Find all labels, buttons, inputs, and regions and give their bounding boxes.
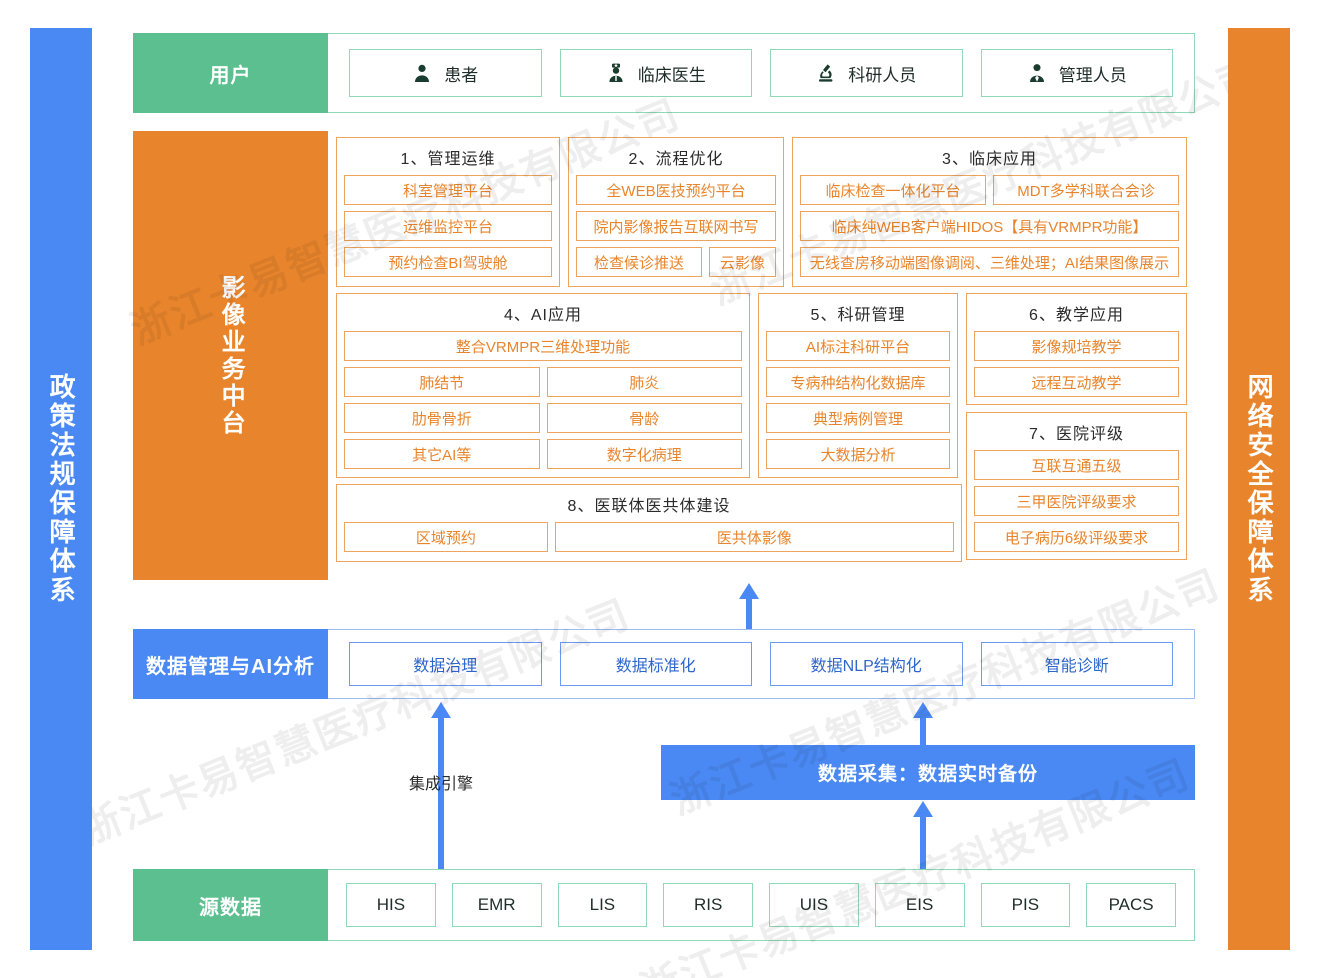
group-medical-alliance: 8、医联体医共体建设 区域预约 医共体影像 xyxy=(336,484,962,562)
group-ai-application: 4、AI应用 整合VRMPR三维处理功能 肺结节 肺炎 肋骨骨折 骨龄 其它AI… xyxy=(336,293,750,478)
group-management-ops: 1、管理运维 科室管理平台 运维监控平台 预约检查BI驾驶舱 xyxy=(336,137,560,287)
group-title: 1、管理运维 xyxy=(400,151,496,168)
group-title: 8、医联体医共体建设 xyxy=(567,498,731,515)
group-title: 2、流程优化 xyxy=(628,151,724,168)
microscope-icon xyxy=(816,63,836,83)
data-item-governance[interactable]: 数据治理 xyxy=(349,642,542,686)
data-collection-bar[interactable]: 数据采集：数据实时备份 xyxy=(661,745,1195,800)
source-system-lis[interactable]: LIS xyxy=(557,883,648,927)
source-system-pacs[interactable]: PACS xyxy=(1086,883,1176,927)
platform-label-text: 影像业务中台 xyxy=(217,274,245,437)
arrow-integration-engine xyxy=(429,702,453,869)
users-band-body: 患者 临床医生 科研人员 管理人员 xyxy=(328,33,1195,113)
source-system-ris[interactable]: RIS xyxy=(663,883,753,927)
watermark-text: 浙江卡易智慧医疗科技有限公司 xyxy=(74,592,637,854)
platform-body: 1、管理运维 科室管理平台 运维监控平台 预约检查BI驾驶舱 2、流程优化 全W… xyxy=(328,131,1195,580)
source-data-band-label: 源数据 xyxy=(133,869,328,941)
users-band: 用户 患者 临床医生 科研人员 xyxy=(133,33,1195,113)
group-research-management: 5、科研管理 AI标注科研平台 专病种结构化数据库 典型病例管理 大数据分析 xyxy=(758,293,958,478)
user-role-patient[interactable]: 患者 xyxy=(349,49,542,97)
platform-item[interactable]: 互联互通五级 xyxy=(974,450,1179,480)
policy-regulation-pillar: 政策法规保障体系 xyxy=(30,28,92,950)
platform-item[interactable]: 肺炎 xyxy=(546,367,742,397)
user-role-administrator[interactable]: 管理人员 xyxy=(980,49,1173,97)
user-role-label: 科研人员 xyxy=(848,65,917,85)
person-icon xyxy=(412,63,432,83)
platform-item[interactable]: 临床纯WEB客户端HIDOS【具有VRMPR功能】 xyxy=(800,211,1179,241)
imaging-business-platform: 影像业务中台 1、管理运维 科室管理平台 运维监控平台 预约检查BI驾驶舱 2、… xyxy=(133,131,1195,580)
manager-icon xyxy=(1027,63,1047,83)
data-management-band-body: 数据治理 数据标准化 数据NLP结构化 智能诊断 xyxy=(328,629,1195,699)
data-management-band: 数据管理与AI分析 数据治理 数据标准化 数据NLP结构化 智能诊断 xyxy=(133,629,1195,699)
group-title: 5、科研管理 xyxy=(810,307,906,324)
network-security-pillar: 网络安全保障体系 xyxy=(1228,28,1290,950)
group-title: 7、医院评级 xyxy=(1029,426,1124,443)
source-system-pis[interactable]: PIS xyxy=(980,883,1071,927)
arrow-data-to-platform xyxy=(737,583,761,629)
group-title: 6、教学应用 xyxy=(1029,307,1124,324)
doctor-icon xyxy=(606,63,626,83)
source-data-band-body: HIS EMR LIS RIS UIS EIS PIS PACS xyxy=(328,869,1195,941)
platform-item[interactable]: 远程互动教学 xyxy=(974,367,1179,397)
platform-item[interactable]: 云影像 xyxy=(709,247,776,277)
integration-engine-label: 集成引擎 xyxy=(408,776,473,793)
users-band-label: 用户 xyxy=(133,33,328,113)
platform-item[interactable]: 全WEB医技预约平台 xyxy=(576,175,776,205)
platform-item[interactable]: 影像规培教学 xyxy=(974,331,1179,361)
platform-item[interactable]: 骨龄 xyxy=(546,403,742,433)
data-item-standardization[interactable]: 数据标准化 xyxy=(559,642,752,686)
network-security-pillar-label: 网络安全保障体系 xyxy=(1244,373,1275,605)
platform-item[interactable]: 三甲医院评级要求 xyxy=(974,486,1179,516)
platform-label-sidebar: 影像业务中台 xyxy=(133,131,328,580)
platform-item[interactable]: 肋骨骨折 xyxy=(344,403,540,433)
platform-item[interactable]: 区域预约 xyxy=(344,522,548,552)
platform-item[interactable]: 其它AI等 xyxy=(344,439,540,469)
platform-item[interactable]: 预约检查BI驾驶舱 xyxy=(344,247,552,277)
source-data-band: 源数据 HIS EMR LIS RIS UIS EIS PIS PACS xyxy=(133,869,1195,941)
platform-item[interactable]: 院内影像报告互联网书写 xyxy=(576,211,776,241)
user-role-label: 临床医生 xyxy=(637,65,706,85)
user-role-researcher[interactable]: 科研人员 xyxy=(770,49,963,97)
arrow-source-to-collection xyxy=(911,801,935,870)
arrow-collection-to-data xyxy=(911,702,935,747)
platform-item[interactable]: 典型病例管理 xyxy=(766,403,950,433)
platform-item[interactable]: 肺结节 xyxy=(344,367,540,397)
group-hospital-rating: 7、医院评级 互联互通五级 三甲医院评级要求 电子病历6级评级要求 xyxy=(966,412,1187,560)
user-role-label: 管理人员 xyxy=(1058,65,1127,85)
source-system-his[interactable]: HIS xyxy=(346,883,436,927)
platform-item[interactable]: 无线查房移动端图像调阅、三维处理；AI结果图像展示 xyxy=(800,247,1179,277)
source-system-uis[interactable]: UIS xyxy=(769,883,859,927)
platform-item[interactable]: AI标注科研平台 xyxy=(766,331,950,361)
data-item-intelligent-diagnosis[interactable]: 智能诊断 xyxy=(980,642,1173,686)
platform-item[interactable]: 大数据分析 xyxy=(766,439,950,469)
platform-item[interactable]: 检查候诊推送 xyxy=(576,247,702,277)
platform-item[interactable]: 医共体影像 xyxy=(554,522,954,552)
platform-item[interactable]: 整合VRMPR三维处理功能 xyxy=(344,331,742,361)
data-item-nlp-structuring[interactable]: 数据NLP结构化 xyxy=(770,642,963,686)
platform-item[interactable]: 电子病历6级评级要求 xyxy=(974,522,1179,552)
group-title: 4、AI应用 xyxy=(503,307,583,324)
group-process-optimization: 2、流程优化 全WEB医技预约平台 院内影像报告互联网书写 检查候诊推送 云影像 xyxy=(568,137,784,287)
platform-item[interactable]: 科室管理平台 xyxy=(344,175,552,205)
platform-item[interactable]: 数字化病理 xyxy=(546,439,742,469)
platform-item[interactable]: 临床检查一体化平台 xyxy=(800,175,986,205)
data-management-band-label: 数据管理与AI分析 xyxy=(133,629,328,699)
platform-item[interactable]: 专病种结构化数据库 xyxy=(766,367,950,397)
group-teaching-application: 6、教学应用 影像规培教学 远程互动教学 xyxy=(966,293,1187,405)
platform-item[interactable]: 运维监控平台 xyxy=(344,211,552,241)
source-system-eis[interactable]: EIS xyxy=(874,883,965,927)
user-role-clinician[interactable]: 临床医生 xyxy=(559,49,752,97)
group-clinical-application: 3、临床应用 临床检查一体化平台 MDT多学科联合会诊 临床纯WEB客户端HID… xyxy=(792,137,1187,287)
policy-regulation-pillar-label: 政策法规保障体系 xyxy=(46,373,77,605)
platform-item[interactable]: MDT多学科联合会诊 xyxy=(993,175,1179,205)
source-system-emr[interactable]: EMR xyxy=(451,883,542,927)
group-title: 3、临床应用 xyxy=(942,151,1037,168)
user-role-label: 患者 xyxy=(444,65,479,85)
